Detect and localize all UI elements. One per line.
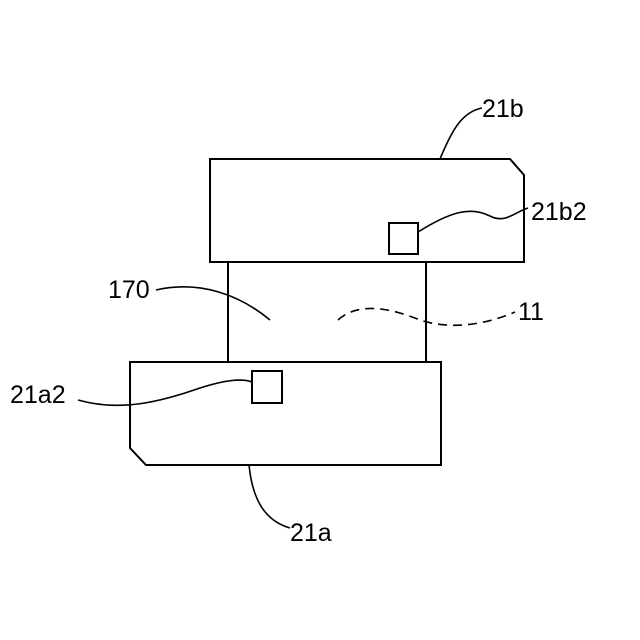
- label-170: 170: [108, 276, 150, 304]
- leader-21a: [249, 465, 290, 528]
- label-21a: 21a: [290, 519, 332, 547]
- leader-21b: [440, 108, 482, 159]
- label-21b: 21b: [482, 95, 524, 123]
- label-11: 11: [518, 298, 544, 326]
- upper-member-21b: [210, 159, 524, 262]
- connector-body-170: [228, 260, 426, 366]
- lower-member-21a: [130, 362, 441, 465]
- lower-pad-21a2: [252, 371, 282, 403]
- upper-pad-21b2: [389, 223, 418, 254]
- label-21a2: 21a2: [10, 381, 66, 409]
- label-21b2: 21b2: [531, 198, 587, 226]
